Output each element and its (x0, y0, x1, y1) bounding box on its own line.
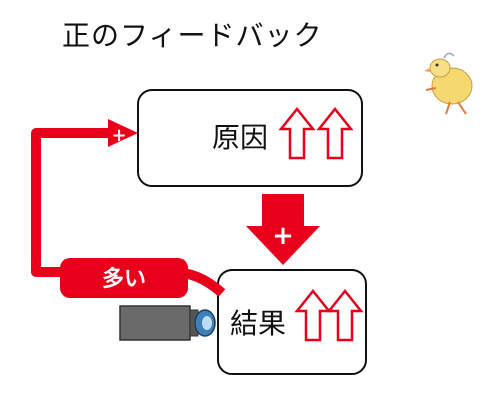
feedback-label-bg (60, 258, 188, 298)
page-title: 正のフィードバック (62, 19, 323, 52)
feedback-label: 多い (102, 266, 146, 292)
cause-label: 原因 (212, 121, 268, 154)
video-camera-icon (119, 305, 216, 341)
forward-plus-sign: + (272, 221, 294, 251)
forward-arrow (246, 194, 320, 265)
cause-box (137, 89, 363, 187)
cause-up-arrow-1 (278, 106, 316, 160)
result-up-arrow-2 (326, 288, 364, 342)
chick-illustration (424, 52, 473, 115)
cause-up-arrow-2 (316, 106, 354, 160)
result-box (217, 269, 367, 375)
feedback-plus-sign: + (111, 125, 126, 146)
result-label: 結果 (230, 307, 286, 340)
